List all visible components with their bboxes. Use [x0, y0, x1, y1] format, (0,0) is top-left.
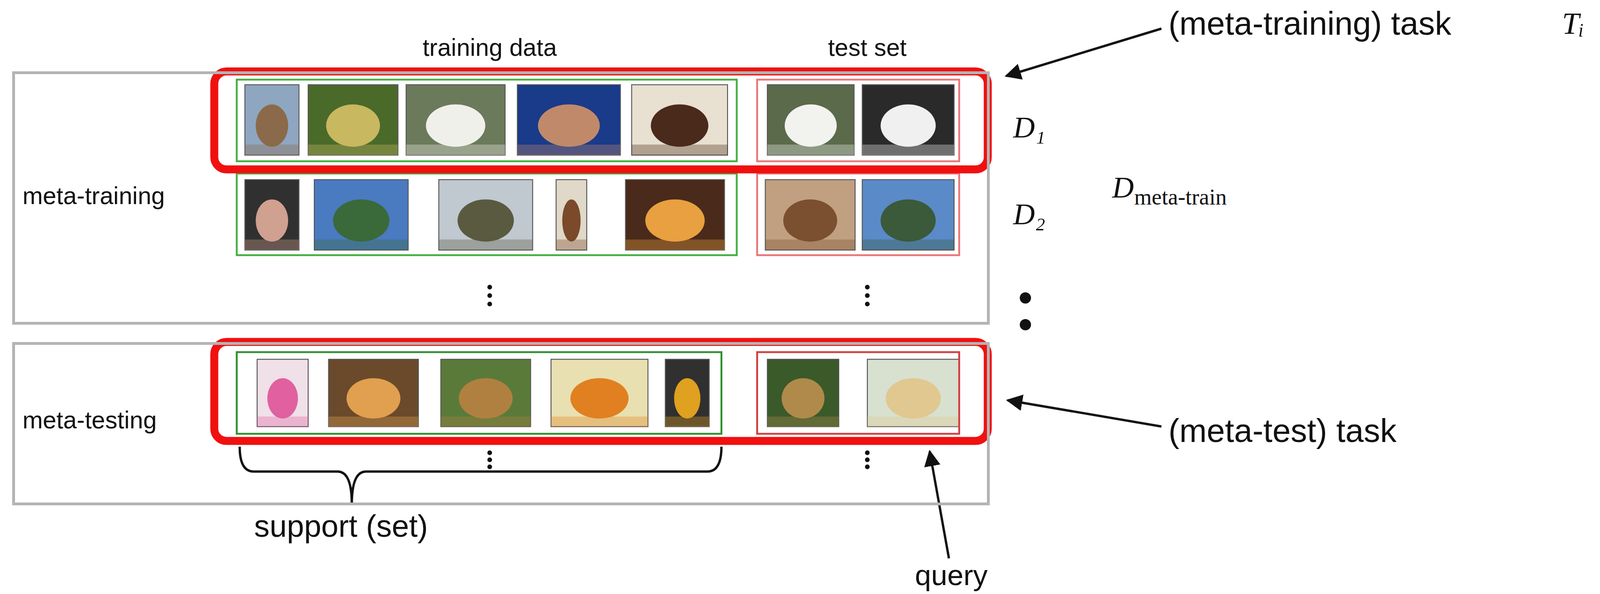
- panel-label: meta-training: [22, 181, 165, 211]
- photo: [625, 179, 725, 251]
- ellipsis-dot: [487, 284, 493, 290]
- callout-label: (meta-training) task: [1168, 4, 1452, 43]
- meta-training-panel: meta-training: [12, 71, 990, 325]
- photo: [244, 84, 299, 156]
- photo: [244, 179, 299, 251]
- photo: [328, 359, 418, 427]
- photo: [862, 84, 955, 156]
- photo: [406, 84, 506, 156]
- photo: [631, 84, 728, 156]
- callout-label: query: [914, 558, 988, 592]
- column-header: training data: [422, 33, 557, 62]
- photo: [517, 84, 621, 156]
- ellipsis-dot: [487, 450, 493, 455]
- ellipsis-dot: [864, 293, 870, 298]
- column-header: test set: [827, 33, 907, 62]
- set-frame: [236, 79, 737, 162]
- ellipsis-dot: [487, 464, 493, 470]
- photo: [551, 359, 649, 427]
- ellipsis-dot: [864, 301, 870, 307]
- photo: [257, 359, 309, 427]
- photo: [438, 179, 533, 251]
- callout-label: support (set): [254, 508, 428, 545]
- ellipsis-dot: [864, 450, 870, 455]
- photo: [767, 359, 839, 427]
- ellipsis-dot: [487, 301, 493, 307]
- set-frame: [757, 173, 960, 256]
- set-frame: [757, 79, 960, 162]
- task-outline: [214, 341, 988, 441]
- set-frame: [757, 352, 960, 434]
- math-subscript: meta-train: [1134, 183, 1227, 210]
- photo: [862, 179, 955, 251]
- math-symbol: Tᵢ: [1562, 5, 1585, 42]
- photo: [867, 359, 960, 427]
- callout-arrow: [1006, 28, 1162, 76]
- photo: [767, 84, 855, 156]
- math-symbol: D₂: [1013, 197, 1046, 232]
- math-symbol: D₁: [1013, 110, 1046, 145]
- photo: [308, 84, 398, 156]
- set-frame: [236, 173, 737, 256]
- ellipsis-dot: [1019, 292, 1032, 304]
- task-outline: [214, 71, 988, 170]
- meta-testing-panel: meta-testing: [12, 341, 990, 506]
- callout-arrow: [1007, 400, 1162, 427]
- ellipsis-dot: [864, 464, 870, 470]
- panel-label: meta-testing: [22, 406, 157, 435]
- ellipsis-dot: [864, 457, 870, 463]
- ellipsis-dot: [487, 457, 493, 463]
- set-frame: [236, 352, 722, 434]
- photo: [440, 359, 531, 427]
- ellipsis-dot: [1019, 318, 1032, 331]
- photo: [314, 179, 409, 251]
- callout-label: (meta-test) task: [1168, 411, 1397, 450]
- math-symbol: D: [1112, 170, 1134, 205]
- support-brace: [239, 446, 722, 505]
- ellipsis-dot: [864, 284, 870, 290]
- ellipsis-dot: [487, 293, 493, 298]
- photo: [556, 179, 587, 251]
- photo: [765, 179, 856, 251]
- photo: [665, 359, 710, 427]
